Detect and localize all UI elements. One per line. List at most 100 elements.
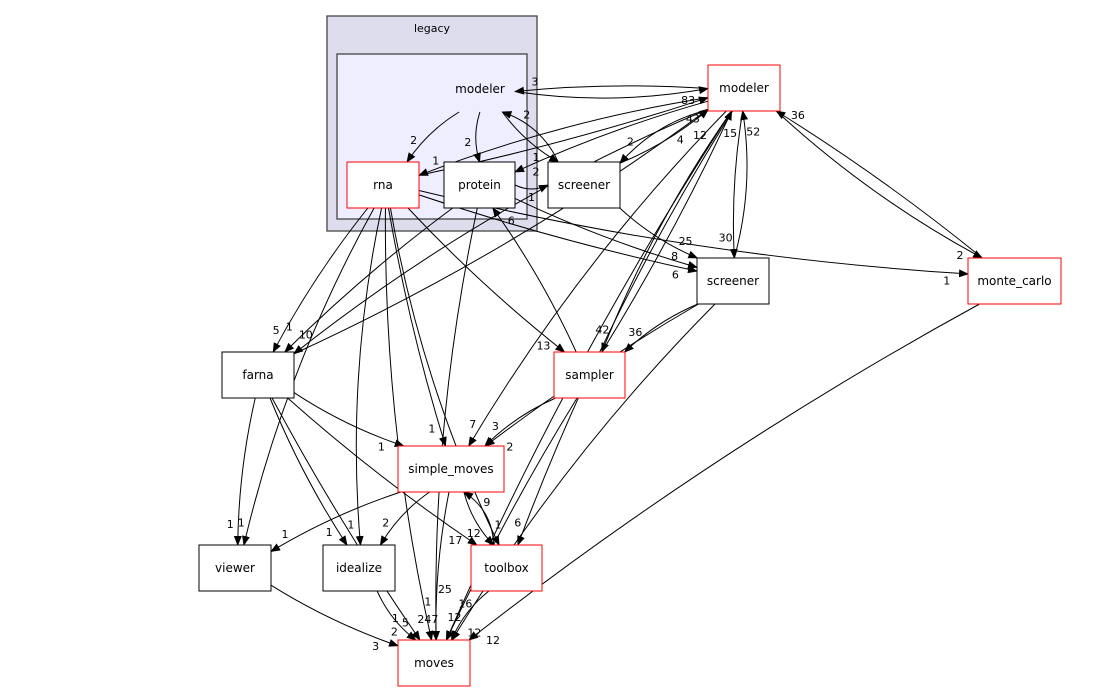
node-box[interactable] xyxy=(553,351,626,399)
edge-farna-to-simple_moves[interactable] xyxy=(293,392,405,447)
edge-weight-label[interactable]: 2 xyxy=(506,440,513,453)
edge-viewer-to-moves[interactable] xyxy=(270,584,399,647)
edge-weight-label[interactable]: 2 xyxy=(464,136,471,149)
edge-weight-label[interactable]: 1 xyxy=(392,612,399,625)
edge-modeler-to-toolbox[interactable] xyxy=(517,110,734,546)
edge-weight-label[interactable]: 2 xyxy=(956,249,963,262)
edge-modeler-to-protein[interactable] xyxy=(514,100,709,173)
node-simple_moves[interactable]: simple_moves xyxy=(397,445,505,493)
node-box[interactable] xyxy=(346,161,420,209)
edge-modeler-to-monte_carlo[interactable] xyxy=(775,110,984,259)
edge-screener_legacy-to-screener[interactable] xyxy=(619,207,699,259)
node-box[interactable] xyxy=(198,544,272,592)
edge-rna-to-simple_moves[interactable] xyxy=(388,207,447,447)
edge-weight-label[interactable]: 17 xyxy=(448,534,462,547)
edge-rna-to-farna[interactable] xyxy=(272,207,369,353)
edge-rna-to-idealize[interactable] xyxy=(355,207,383,546)
edge-weight-label[interactable]: 36 xyxy=(791,109,805,122)
node-idealize[interactable]: idealize xyxy=(322,544,396,592)
edge-weight-label[interactable]: 12 xyxy=(693,129,707,142)
edge-weight-label[interactable]: 7 xyxy=(469,418,476,431)
edge-weight-label[interactable]: 4 xyxy=(677,133,684,146)
edge-rna-to-sampler[interactable] xyxy=(407,207,566,353)
edge-monte_carlo-to-modeler[interactable] xyxy=(775,110,983,259)
edge-weight-label[interactable]: 3 xyxy=(492,420,499,433)
node-box[interactable] xyxy=(547,161,621,209)
edge-weight-label[interactable]: 25 xyxy=(438,583,452,596)
edge-weight-label[interactable]: 3 xyxy=(531,76,538,89)
node-box[interactable] xyxy=(707,64,781,112)
edge-weight-label[interactable]: 6 xyxy=(672,269,679,282)
edge-weight-label[interactable]: 8 xyxy=(671,250,678,263)
edge-rna-to-moves[interactable] xyxy=(384,207,434,641)
edge-weight-label[interactable]: 1 xyxy=(424,596,431,609)
edge-legacy_modeler-to-modeler[interactable] xyxy=(514,86,709,99)
edge-farna-to-viewer[interactable] xyxy=(233,397,256,546)
edge-screener_legacy-to-legacy_modeler[interactable] xyxy=(501,111,559,163)
edge-weight-label[interactable]: 2 xyxy=(533,165,540,178)
node-rna[interactable]: rna xyxy=(346,161,420,209)
edge-screener-to-modeler[interactable] xyxy=(733,110,749,259)
edge-screener-to-sampler[interactable] xyxy=(623,303,699,353)
edge-weight-label[interactable]: 16 xyxy=(458,597,472,610)
edge-rna-to-viewer[interactable] xyxy=(242,207,375,546)
edge-protein-to-moves[interactable] xyxy=(432,207,478,641)
edge-weight-label[interactable]: 2 xyxy=(382,517,389,530)
edge-legacy_modeler-to-protein[interactable] xyxy=(473,111,481,163)
edge-weight-label[interactable]: 12 xyxy=(467,527,481,540)
edge-farna-to-modeler[interactable] xyxy=(293,108,709,355)
edge-weight-label[interactable]: 30 xyxy=(719,231,733,244)
edge-weight-label[interactable]: 2 xyxy=(523,109,530,122)
node-monte_carlo[interactable]: monte_carlo xyxy=(967,257,1062,305)
edge-protein-to-screener[interactable] xyxy=(514,197,698,269)
node-protein[interactable]: protein xyxy=(443,161,516,209)
node-box[interactable] xyxy=(696,257,770,305)
edge-sampler-to-modeler[interactable] xyxy=(601,110,733,353)
node-moves[interactable]: moves xyxy=(397,639,471,687)
cluster-label-legacy_modeler[interactable]: modeler xyxy=(455,82,505,96)
edge-weight-label[interactable]: 2 xyxy=(391,625,398,638)
edge-farna-to-moves[interactable] xyxy=(271,397,421,641)
edge-weight-label[interactable]: 83 xyxy=(681,94,695,107)
edge-modeler-to-screener[interactable] xyxy=(729,110,744,259)
edge-weight-label[interactable]: 25 xyxy=(679,235,693,248)
edge-weight-label[interactable]: 1 xyxy=(532,151,539,164)
edge-weight-label[interactable]: 6 xyxy=(508,214,515,227)
edge-legacy_modeler-to-rna[interactable] xyxy=(406,111,460,163)
node-box[interactable] xyxy=(967,257,1062,305)
edge-weight-label[interactable]: 9 xyxy=(483,496,490,509)
edge-farna-to-idealize[interactable] xyxy=(269,397,348,546)
edge-weight-label[interactable]: 1 xyxy=(378,440,385,453)
edge-weight-label[interactable]: 6 xyxy=(514,517,521,530)
edge-weight-label[interactable]: 1 xyxy=(432,154,439,167)
edge-weight-label[interactable]: 1 xyxy=(495,518,502,531)
edge-protein-to-farna[interactable] xyxy=(284,207,453,353)
edge-weight-label[interactable]: 1 xyxy=(227,518,234,531)
edge-weight-label[interactable]: 43 xyxy=(686,112,700,125)
edge-simple_moves-to-idealize[interactable] xyxy=(379,491,430,546)
edge-weight-label[interactable]: 10 xyxy=(299,328,313,341)
edge-weight-label[interactable]: 1 xyxy=(238,517,245,530)
node-box[interactable] xyxy=(470,544,543,592)
node-farna[interactable]: farna xyxy=(221,351,295,399)
edge-modeler-to-simple_moves[interactable] xyxy=(468,110,727,447)
edge-weight-label[interactable]: 3 xyxy=(372,640,379,653)
edge-sampler-to-moves[interactable] xyxy=(445,397,578,641)
node-sampler[interactable]: sampler xyxy=(553,351,626,399)
edge-weight-label[interactable]: 1 xyxy=(943,275,950,288)
edge-protein-to-screener_legacy[interactable] xyxy=(514,184,549,193)
cluster-label-legacy[interactable]: legacy xyxy=(414,22,451,35)
node-box[interactable] xyxy=(443,161,516,209)
node-box[interactable] xyxy=(397,639,471,687)
edge-weight-label[interactable]: 12 xyxy=(448,611,462,624)
node-box[interactable] xyxy=(221,351,295,399)
edge-weight-label[interactable]: 247 xyxy=(417,613,438,626)
node-screener_legacy[interactable]: screener xyxy=(547,161,621,209)
edge-weight-label[interactable]: 5 xyxy=(273,324,280,337)
edge-weight-label[interactable]: 12 xyxy=(467,626,481,639)
edge-modeler-to-legacy_modeler[interactable] xyxy=(514,85,709,95)
edge-weight-label[interactable]: 42 xyxy=(595,324,609,337)
edge-weight-label[interactable]: 15 xyxy=(723,127,737,140)
edge-sampler-to-protein[interactable] xyxy=(492,207,577,353)
edge-weight-label[interactable]: 13 xyxy=(536,339,550,352)
